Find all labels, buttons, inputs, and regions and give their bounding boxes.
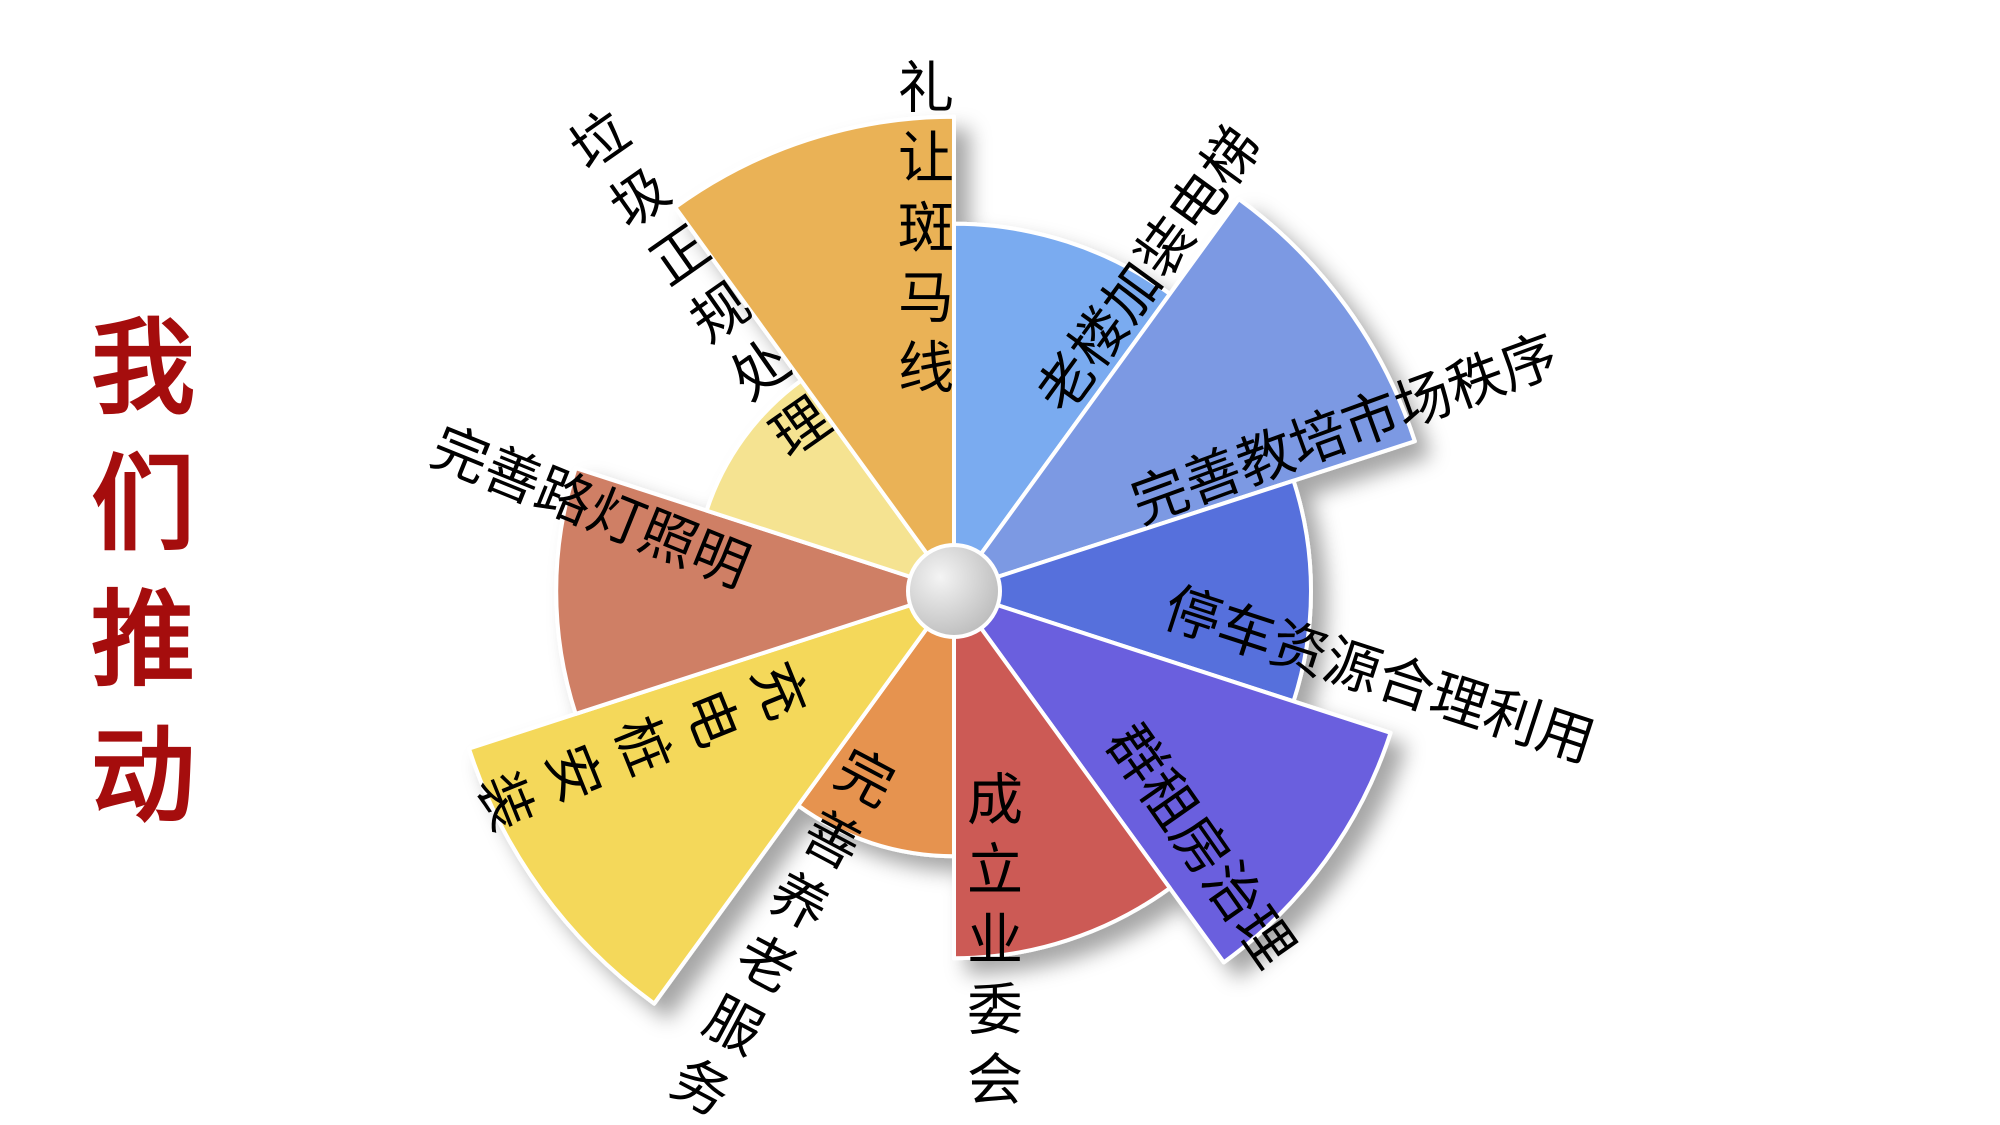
sector-4 (952, 589, 1393, 965)
sector-6 (796, 589, 956, 859)
center-hub (906, 543, 1002, 639)
sector-8 (554, 466, 956, 716)
sector-1 (952, 221, 1172, 593)
title-char: 我 (90, 307, 195, 429)
label-zebra-crossing: 礼让斑马线 (889, 58, 954, 408)
sector-10 (673, 114, 956, 593)
title-char: 们 (90, 443, 195, 565)
sector-7 (466, 589, 956, 1006)
sector-5 (952, 589, 1172, 961)
title-char: 推 (90, 579, 195, 701)
title-char: 动 (90, 715, 195, 837)
page-title: 我 们 推 动 (88, 300, 198, 844)
sector-2 (952, 197, 1417, 593)
sector-9 (704, 378, 956, 593)
label-owners-committee: 成立业委会 (958, 770, 1023, 1120)
sector-3 (952, 478, 1313, 704)
